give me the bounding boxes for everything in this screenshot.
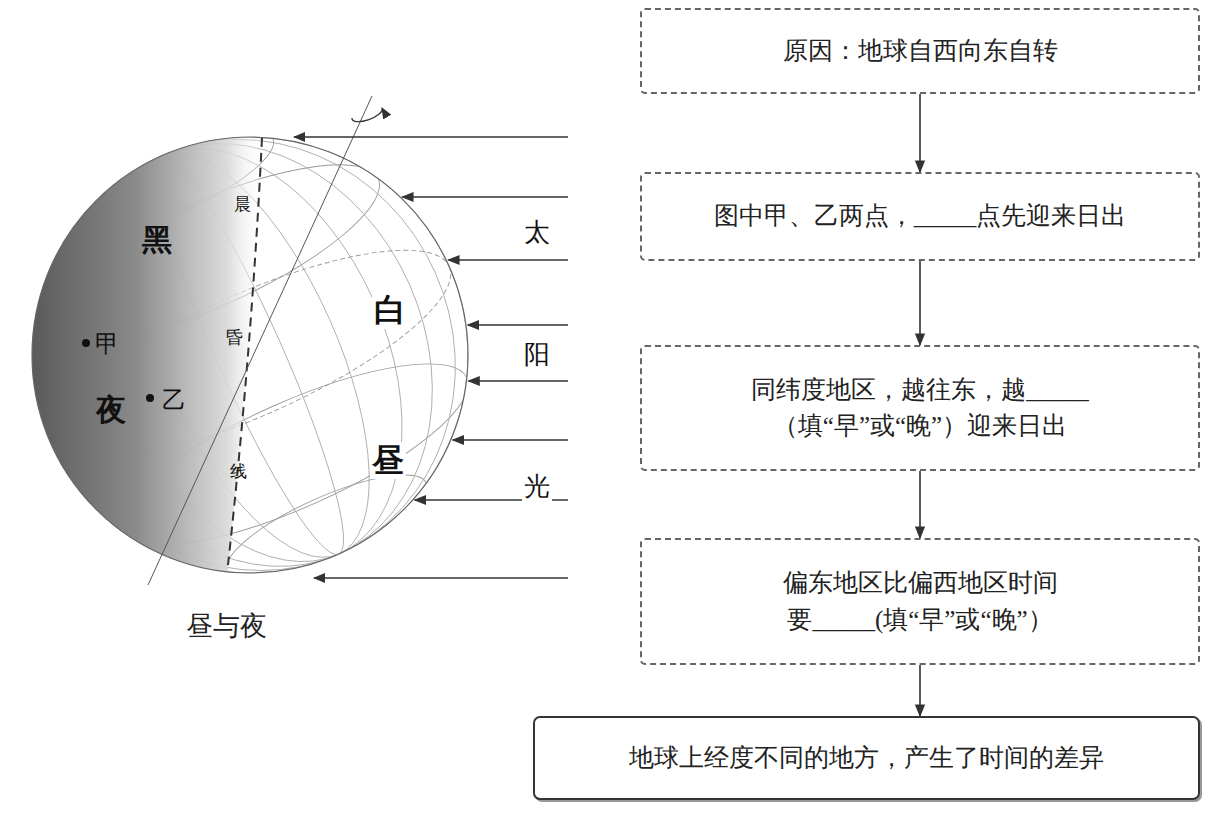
figure-label: 黑	[140, 222, 174, 257]
figure-label: 甲	[93, 330, 121, 358]
figure-label: 昏	[224, 328, 245, 349]
flow-arrow	[919, 94, 921, 172]
box-text: 图中甲、乙两点，_____点先迎来日出	[655, 198, 1185, 234]
box-text: 偏东地区比偏西地区时间 要_____(填“早”或“晚”）	[770, 565, 1070, 638]
sunlight-arrow	[453, 439, 568, 440]
conclusion-box: 地球上经度不同的地方，产生了时间的差异	[533, 716, 1200, 800]
figure-label: 乙	[160, 386, 188, 414]
figure-label: 昼	[370, 442, 406, 479]
box-text: 同纬度地区，越往东，越_____ （填“早”或“晚”）迎来日出	[734, 372, 1106, 445]
box-text: 原因：地球自西向东自转	[660, 33, 1180, 69]
night-shade	[20, 120, 262, 590]
sunlight-arrow	[468, 380, 568, 381]
process-box: 图中甲、乙两点，_____点先迎来日出	[640, 172, 1200, 261]
sunlight-arrows	[294, 137, 568, 578]
sunlight-arrow	[468, 324, 568, 325]
flow-arrow	[919, 665, 921, 716]
figure-label: 夜	[94, 392, 128, 427]
globe-outline	[32, 137, 468, 573]
figure-label: 晨	[232, 195, 253, 216]
figure-label: 光	[522, 472, 552, 503]
point-dot	[146, 394, 154, 402]
terminator-line	[228, 138, 262, 565]
figure-caption: 昼与夜	[186, 612, 267, 642]
graticule	[0, 67, 538, 643]
rotation-arrow	[352, 108, 382, 122]
process-box: 偏东地区比偏西地区时间 要_____(填“早”或“晚”）	[640, 538, 1200, 665]
figure-label: 太	[522, 218, 552, 249]
point-dot	[82, 339, 90, 347]
meridian-line	[0, 73, 524, 636]
sunlight-arrow	[314, 577, 568, 578]
figure-label: 白	[372, 292, 408, 329]
flow-arrow	[919, 261, 921, 345]
box-text: 地球上经度不同的地方，产生了时间的差异	[547, 740, 1187, 776]
sunlight-arrow	[448, 259, 568, 260]
flow-arrow	[919, 471, 921, 538]
process-box: 同纬度地区，越往东，越_____ （填“早”或“晚”）迎来日出	[640, 345, 1200, 471]
earth-axis	[148, 96, 372, 585]
figure-label: 线	[228, 462, 249, 483]
sunlight-arrow	[294, 136, 568, 137]
process-box: 原因：地球自西向东自转	[640, 8, 1200, 94]
figure-label: 阳	[522, 340, 552, 371]
meridian-line	[0, 67, 538, 643]
meridian-line	[2, 85, 498, 625]
sunlight-arrow	[402, 196, 568, 197]
